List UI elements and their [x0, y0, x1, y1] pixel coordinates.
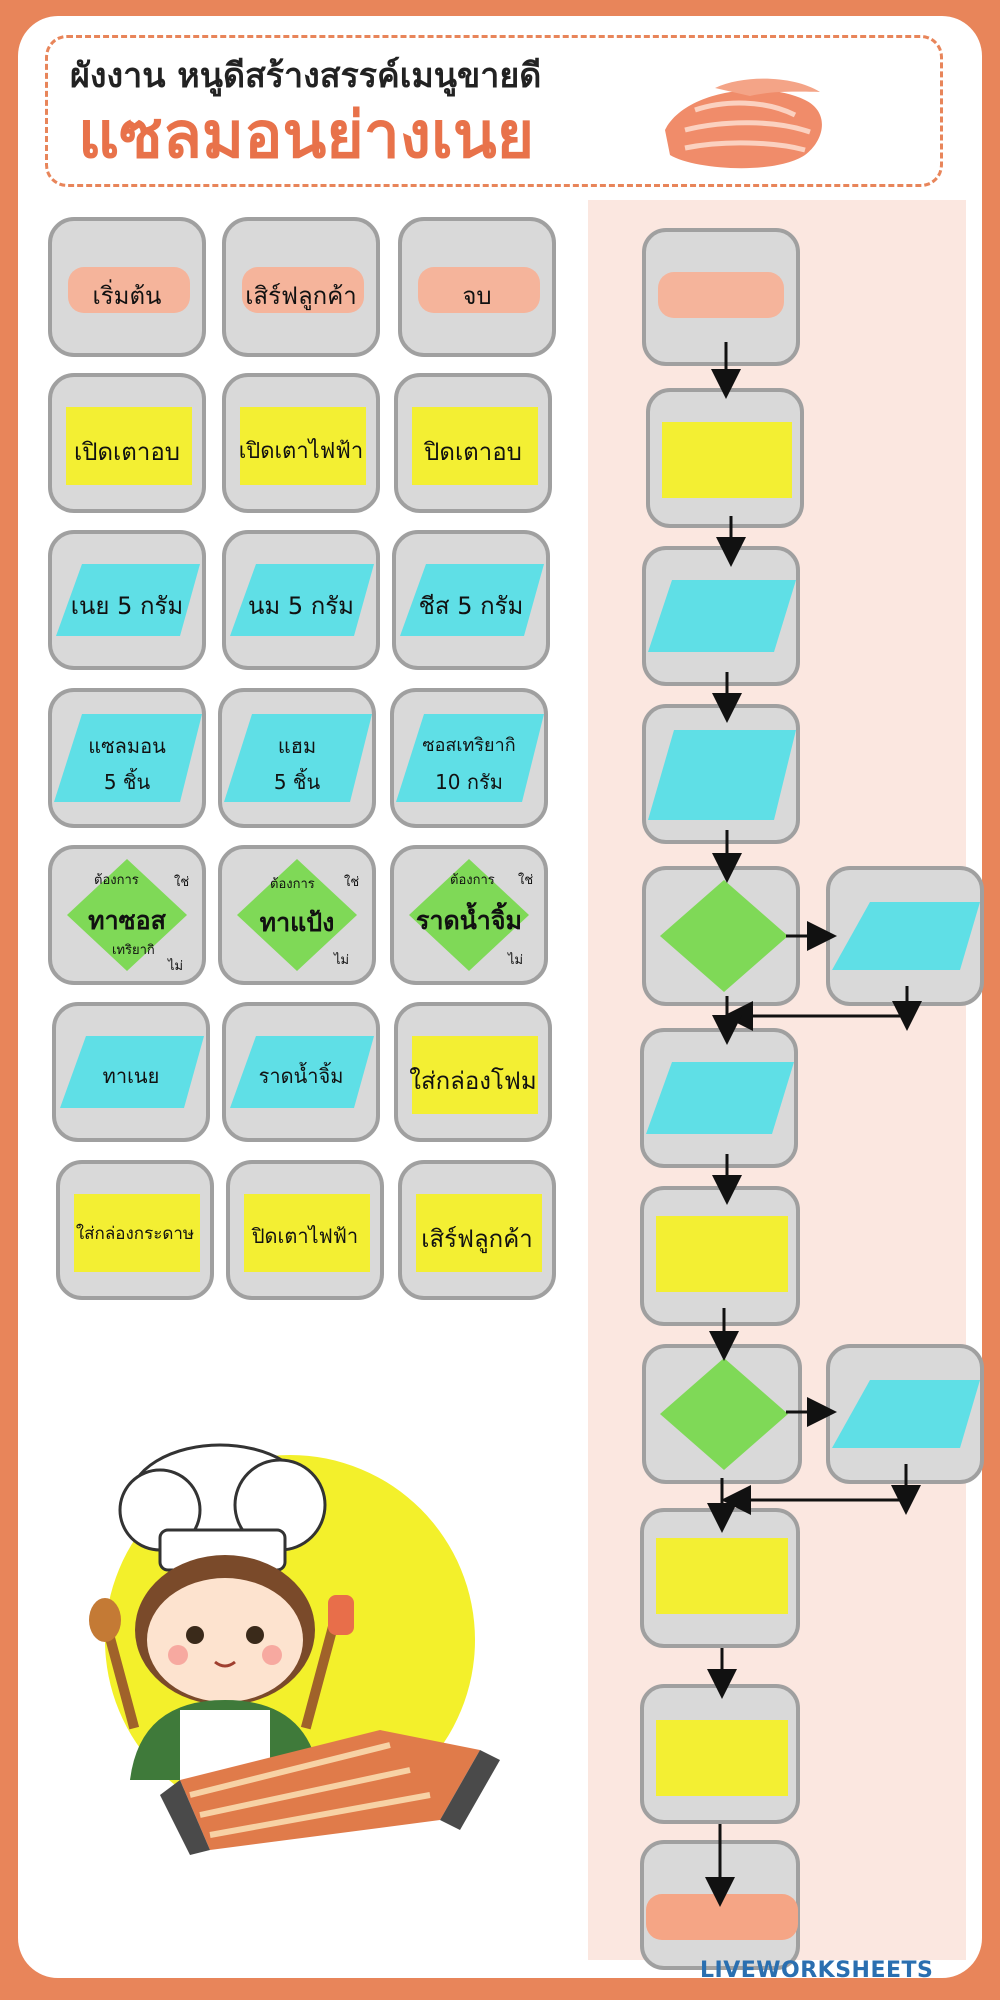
brand-logo: LIVEWORKSHEETS: [700, 1958, 933, 1983]
chef-illustration: [60, 1400, 580, 1880]
